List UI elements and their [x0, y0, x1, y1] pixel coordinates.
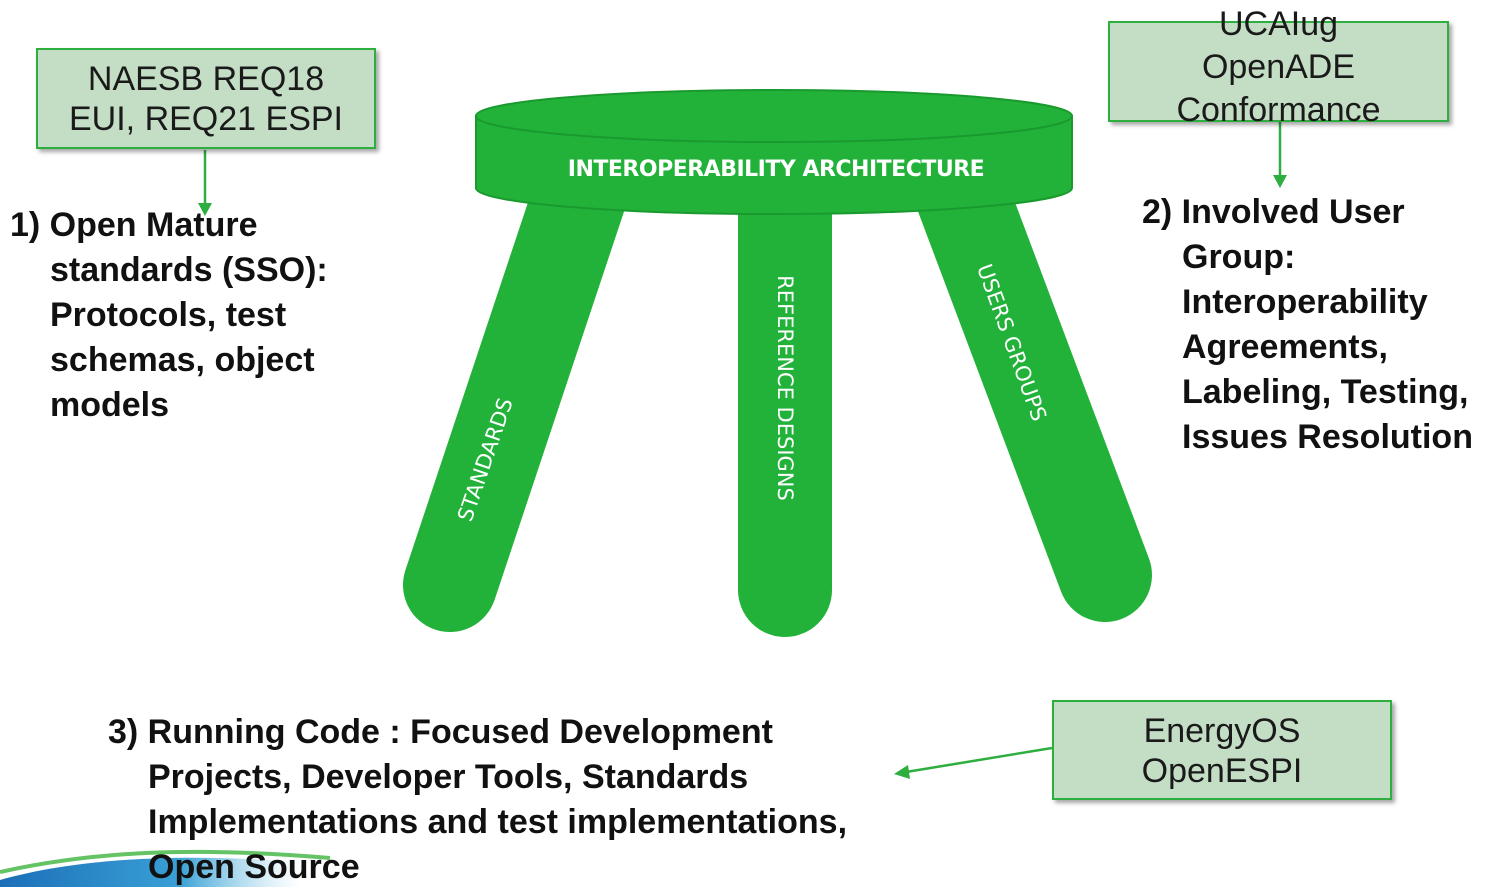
stool-leg-right: [915, 148, 1152, 622]
decorative-swoosh-accent: [0, 849, 331, 874]
note-1-line-4: schemas, object: [50, 341, 315, 379]
note-2-line-1: 2) Involved User: [1142, 193, 1405, 231]
note-2-line-4: Agreements,: [1182, 328, 1388, 366]
note-2-line-5: Labeling, Testing,: [1182, 373, 1469, 411]
decorative-swoosh: [0, 857, 300, 887]
note-3-line-1: 3) Running Code : Focused Development: [108, 713, 773, 751]
note-1-line-2: standards (SSO):: [50, 251, 328, 289]
ucaiug-box-line-1: UCAIug: [1218, 5, 1339, 43]
note-running-code: 3) Running Code : Focused Development Pr…: [108, 710, 847, 890]
arrowhead-ucaiug: [1273, 175, 1287, 188]
ucaiug-box: UCAIug OpenADE Conformance: [1108, 5, 1449, 129]
ucaiug-box-line-2: OpenADE: [1201, 48, 1356, 86]
naesb-box-line-1: NAESB REQ18: [87, 60, 325, 98]
arrowhead-naesb: [198, 203, 212, 216]
energyos-box-line-1: EnergyOS: [1143, 712, 1301, 750]
note-3-line-2: Projects, Developer Tools, Standards: [148, 758, 749, 796]
ucaiug-box-line-3: Conformance: [1176, 91, 1381, 129]
note-1-line-3: Protocols, test: [50, 296, 287, 334]
note-3-line-3: Implementations and test implementations…: [148, 803, 848, 841]
note-2-line-3: Interoperability: [1182, 283, 1428, 321]
note-open-mature-standards: 1) Open Mature standards (SSO): Protocol…: [10, 203, 328, 428]
arrowhead-energyos: [894, 765, 910, 779]
note-1-line-1: 1) Open Mature: [10, 206, 258, 244]
note-1-line-5: models: [50, 386, 170, 424]
stool-seat: [475, 115, 1073, 215]
energyos-box: EnergyOS OpenESPI: [1052, 700, 1392, 800]
naesb-box: NAESB REQ18 EUI, REQ21 ESPI: [36, 48, 376, 149]
seat-label: INTEROPERABILITY ARCHITECTURE: [568, 157, 984, 182]
stool-seat-top: [475, 89, 1073, 143]
note-2-line-6: Issues Resolution: [1182, 418, 1473, 456]
note-3-line-4: Open Source: [148, 848, 360, 886]
stool-leg-left: [403, 148, 627, 632]
note-2-line-2: Group:: [1182, 238, 1296, 276]
stool: INTEROPERABILITY ARCHITECTURE STANDARDS …: [403, 89, 1152, 637]
arrow-energyos-to-running-code: [905, 746, 1053, 774]
leg-middle-label: REFERENCE DESIGNS: [773, 275, 797, 501]
connectors: [198, 122, 1287, 779]
naesb-box-line-2: EUI, REQ21 ESPI: [69, 100, 343, 138]
note-involved-user-group: 2) Involved User Group: Interoperability…: [1142, 190, 1473, 460]
energyos-box-line-2: OpenESPI: [1141, 752, 1303, 790]
